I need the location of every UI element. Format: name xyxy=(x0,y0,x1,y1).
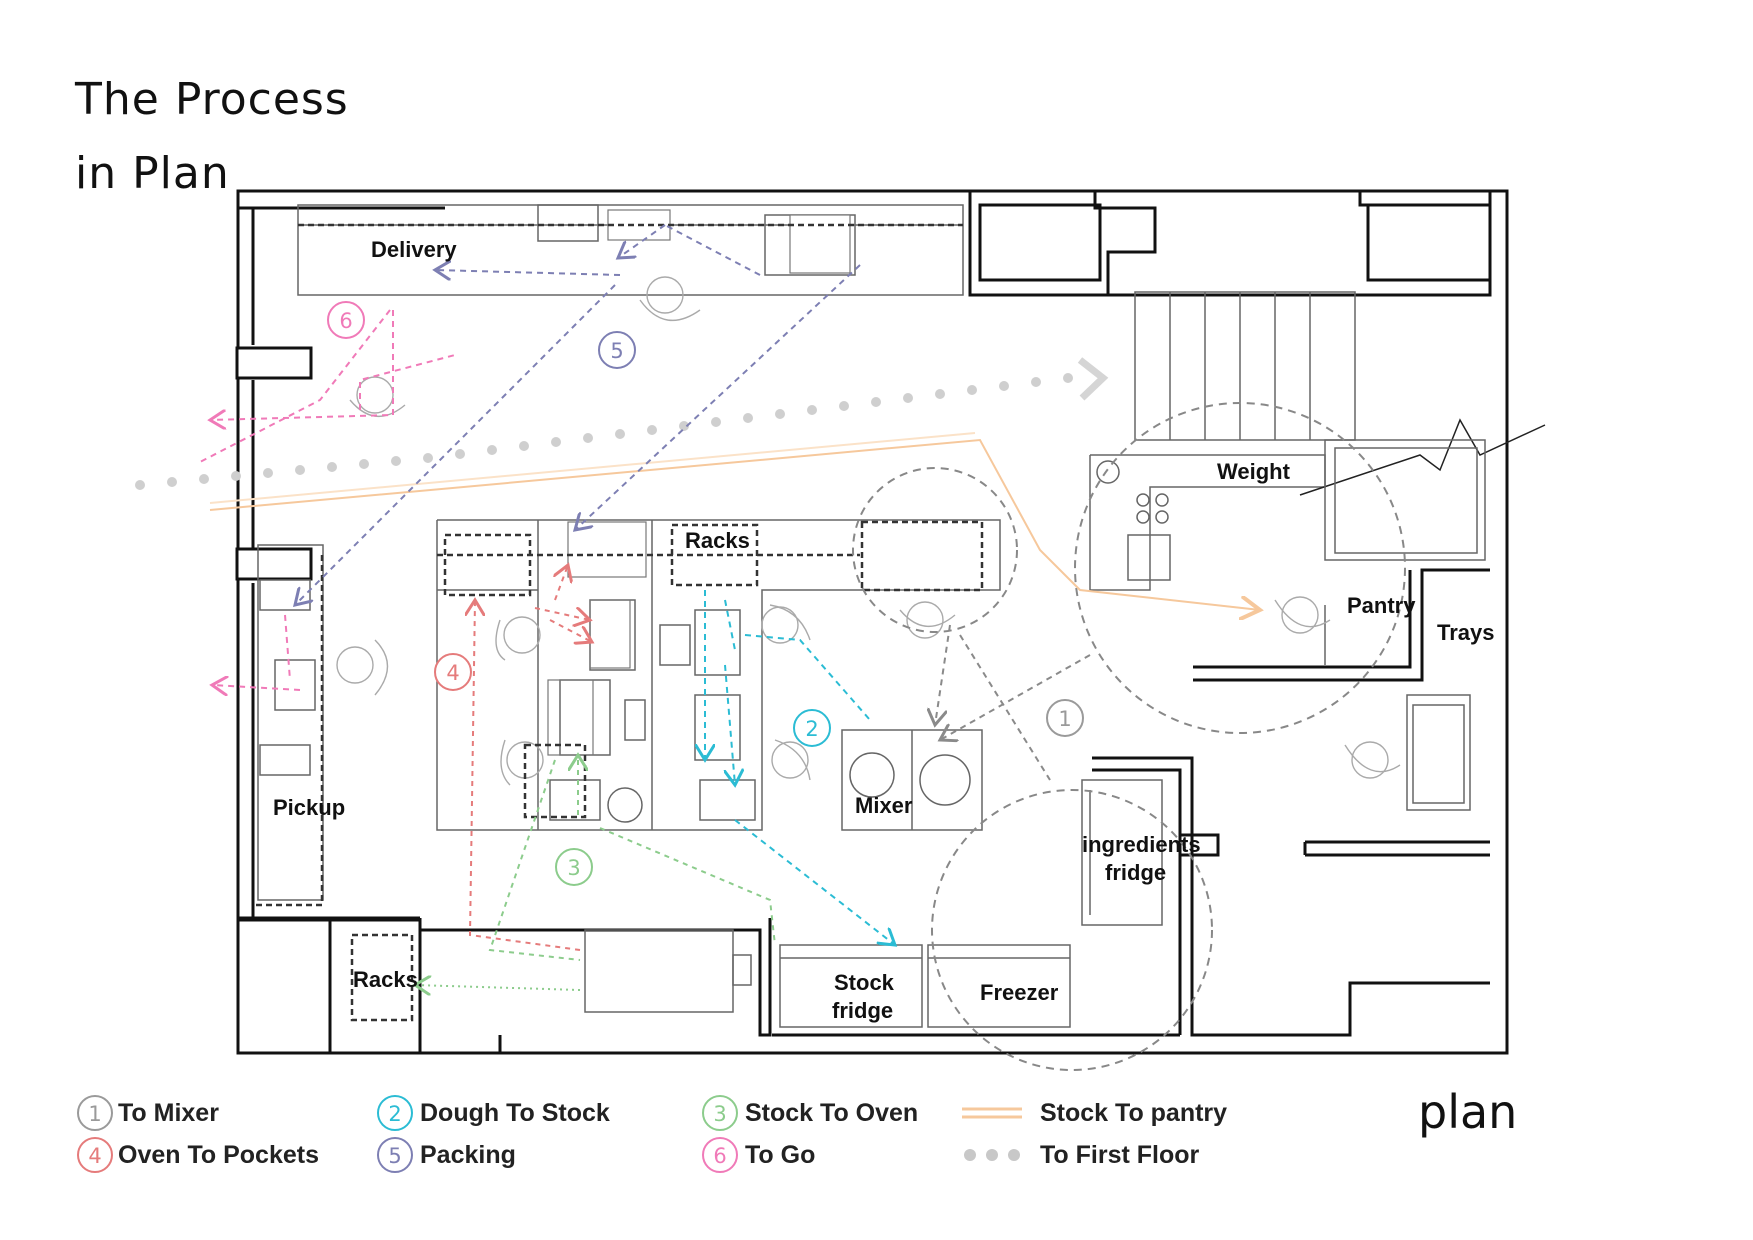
page-title-line-2: in Plan xyxy=(75,148,230,199)
legend-num-2: 2 xyxy=(388,1102,401,1126)
marker-5: 5 xyxy=(598,331,636,369)
walls xyxy=(235,189,1509,1055)
work-circles xyxy=(852,402,1406,1071)
legend-num-4: 4 xyxy=(88,1144,101,1168)
label-racks-top: Racks xyxy=(685,528,750,553)
flow-stock-to-pantry xyxy=(209,438,1260,610)
legend-item-dough-to-stock: 2 Dough To Stock xyxy=(377,1095,610,1131)
plan-corner-label: plan xyxy=(1418,1085,1518,1139)
label-mixer: Mixer xyxy=(855,793,913,818)
tray-grids xyxy=(547,209,851,756)
marker-6: 6 xyxy=(327,301,365,339)
label-freezer: Freezer xyxy=(980,980,1059,1005)
legend-item-to-go: 6 To Go xyxy=(702,1137,815,1173)
flow-to-go xyxy=(199,309,456,690)
legend-item-to-first-floor: To First Floor xyxy=(964,1141,1200,1169)
legend-num-6: 6 xyxy=(713,1144,726,1168)
legend-item-stock-to-pantry: Stock To pantry xyxy=(962,1099,1227,1127)
legend-label-packing: Packing xyxy=(420,1141,516,1169)
flow-packing xyxy=(295,224,861,605)
legend-label-stock-to-pantry: Stock To pantry xyxy=(1040,1099,1227,1127)
label-ingredients-fridge-line-2: fridge xyxy=(1105,860,1166,885)
zones xyxy=(255,223,984,1022)
label-delivery: Delivery xyxy=(371,237,457,262)
marker-4-text: 4 xyxy=(446,661,459,685)
legend-label-to-mixer: To Mixer xyxy=(118,1099,219,1127)
marker-2: 2 xyxy=(793,709,831,747)
flow-stock-to-oven xyxy=(415,755,776,990)
marker-3-text: 3 xyxy=(567,856,580,880)
flow-to-first-floor xyxy=(135,357,1109,490)
page-title-line-1: The Process xyxy=(75,74,349,125)
label-trays: Trays xyxy=(1437,620,1495,645)
marker-1: 1 xyxy=(1046,699,1084,737)
flow-to-mixer xyxy=(935,624,1091,781)
legend-item-stock-to-oven: 3 Stock To Oven xyxy=(702,1095,918,1131)
legend-label-to-go: To Go xyxy=(745,1141,815,1169)
marker-4: 4 xyxy=(434,653,472,691)
label-pantry: Pantry xyxy=(1347,593,1416,618)
label-stock-fridge-line-2: fridge xyxy=(832,998,893,1023)
flow-oven-to-pockets xyxy=(470,565,592,951)
legend-label-to-first-floor: To First Floor xyxy=(1040,1141,1200,1169)
marker-1-text: 1 xyxy=(1058,707,1071,731)
legend-item-oven-to-pockets: 4 Oven To Pockets xyxy=(77,1137,319,1173)
legend-label-dough-to-stock: Dough To Stock xyxy=(420,1099,610,1127)
label-stock-fridge-line-1: Stock xyxy=(834,970,895,995)
label-ingredients-fridge-line-1: ingredients xyxy=(1082,832,1201,857)
flow-stock-to-pantry-b xyxy=(209,432,976,504)
label-weight: Weight xyxy=(1217,459,1291,484)
marker-2-text: 2 xyxy=(805,717,818,741)
legend-item-packing: 5 Packing xyxy=(377,1137,516,1173)
legend-label-oven-to-pockets: Oven To Pockets xyxy=(118,1141,319,1169)
label-pickup: Pickup xyxy=(273,795,345,820)
marker-6-text: 6 xyxy=(339,309,352,333)
legend-num-3: 3 xyxy=(713,1102,726,1126)
legend-num-5: 5 xyxy=(388,1144,401,1168)
marker-3: 3 xyxy=(555,848,593,886)
marker-5-text: 5 xyxy=(610,339,623,363)
workers xyxy=(336,276,1401,786)
legend-num-1: 1 xyxy=(88,1102,101,1126)
flow-dough-to-stock xyxy=(705,590,895,945)
label-racks-bottom: Racks xyxy=(353,967,418,992)
legend-item-to-mixer: 1 To Mixer xyxy=(77,1095,219,1131)
legend: 1 To Mixer 4 Oven To Pockets 2 Dough To … xyxy=(77,1095,1227,1173)
legend-label-stock-to-oven: Stock To Oven xyxy=(745,1099,918,1127)
